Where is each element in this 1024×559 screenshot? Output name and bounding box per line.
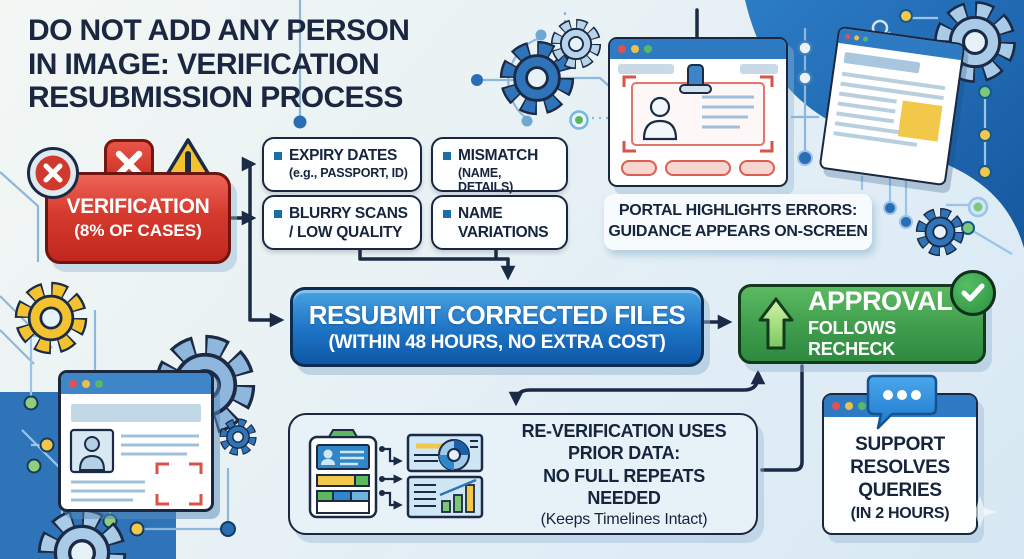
cause-line2: (NAME, DETAILS): [458, 165, 514, 194]
cause-box-name-variations: NAME VARIATIONS: [431, 195, 568, 250]
window-dot-green-icon: [644, 45, 652, 53]
document-browser-window: [58, 370, 214, 512]
cause-line1: MISMATCH: [458, 147, 538, 164]
verification-label: VERIFICATION: [66, 195, 210, 218]
check-circle-icon: [950, 270, 996, 316]
cause-line1: EXPIRY DATES: [289, 147, 398, 164]
chat-bubble-icon: [866, 374, 938, 430]
circuit-nodes: [23, 9, 992, 537]
webpage-content-illustration: [833, 52, 946, 147]
window-dot-green-icon: [858, 402, 866, 410]
verification-sublabel: (8% OF CASES): [74, 221, 202, 240]
resubmit-line2: (WITHIN 48 HOURS, NO EXTRA COST): [328, 332, 666, 353]
reverification-note: (Keeps Timelines Intact): [540, 510, 708, 528]
bullet-icon: [443, 152, 451, 160]
approval-line1: APPROVAL: [808, 286, 953, 316]
cause-line1: NAME: [458, 205, 503, 222]
portal-browser-window: [608, 37, 788, 187]
up-arrow-icon: [758, 297, 794, 350]
cause-line1: BLURRY SCANS: [289, 205, 408, 222]
cause-box-expiry-dates: EXPIRY DATES (e.g., PASSPORT, ID): [262, 137, 422, 192]
window-dot-yellow-icon: [631, 45, 639, 53]
tilted-browser-window: [818, 25, 966, 187]
circuit-lines: [0, 0, 819, 531]
bullet-icon: [443, 210, 451, 218]
cause-line2: / LOW QUALITY: [289, 223, 403, 241]
window-dot-yellow-icon: [853, 35, 860, 41]
data-documents-illustration: [308, 429, 484, 519]
window-dot-red-icon: [69, 379, 77, 388]
support-note: (IN 2 HOURS): [850, 504, 950, 522]
approval-box: APPROVAL FOLLOWS RECHECK: [738, 284, 986, 364]
approval-line2: FOLLOWS RECHECK: [808, 318, 896, 359]
bullet-icon: [274, 210, 282, 218]
cause-box-mismatch: MISMATCH (NAME, DETAILS): [431, 137, 568, 194]
cause-line2: (e.g., PASSPORT, ID): [289, 165, 408, 180]
window-dot-yellow-icon: [845, 402, 853, 410]
browser-title-bar: [610, 39, 786, 59]
window-dot-green-icon: [95, 379, 103, 388]
browser-title-bar: [61, 373, 211, 394]
verification-box: VERIFICATION (8% OF CASES): [45, 172, 231, 264]
sparkle-decoration: [964, 496, 996, 528]
support-box: SUPPORT RESOLVES QUERIES (IN 2 HOURS): [822, 393, 978, 535]
cause-line2: VARIATIONS: [458, 223, 549, 241]
page-title: DO NOT ADD ANY PERSON IN IMAGE: VERIFICA…: [28, 14, 410, 115]
window-dot-red-icon: [832, 402, 840, 410]
scanned-document-illustration: [69, 404, 203, 506]
gear-icon: [921, 213, 958, 250]
window-dot-yellow-icon: [82, 379, 90, 388]
window-dot-green-icon: [862, 36, 869, 42]
portal-note-line1: PORTAL HIGHLIGHTS ERRORS:: [618, 202, 858, 220]
id-card-illustration: [618, 64, 778, 176]
window-dot-red-icon: [618, 45, 626, 53]
portal-note-line2: GUIDANCE APPEARS ON-SCREEN: [608, 223, 868, 240]
resubmit-box: RESUBMIT CORRECTED FILES (WITHIN 48 HOUR…: [290, 287, 704, 367]
bullet-icon: [274, 152, 282, 160]
cause-box-blurry-scans: BLURRY SCANS / LOW QUALITY: [262, 195, 422, 250]
error-circle-icon: [27, 147, 79, 199]
window-dot-red-icon: [844, 33, 851, 40]
resubmit-line1: RESUBMIT CORRECTED FILES: [308, 300, 686, 330]
reverification-text: RE-VERIFICATION USES PRIOR DATA: NO FULL…: [521, 420, 727, 509]
portal-note: PORTAL HIGHLIGHTS ERRORS: GUIDANCE APPEA…: [604, 194, 872, 250]
support-text: SUPPORT RESOLVES QUERIES: [850, 434, 950, 502]
